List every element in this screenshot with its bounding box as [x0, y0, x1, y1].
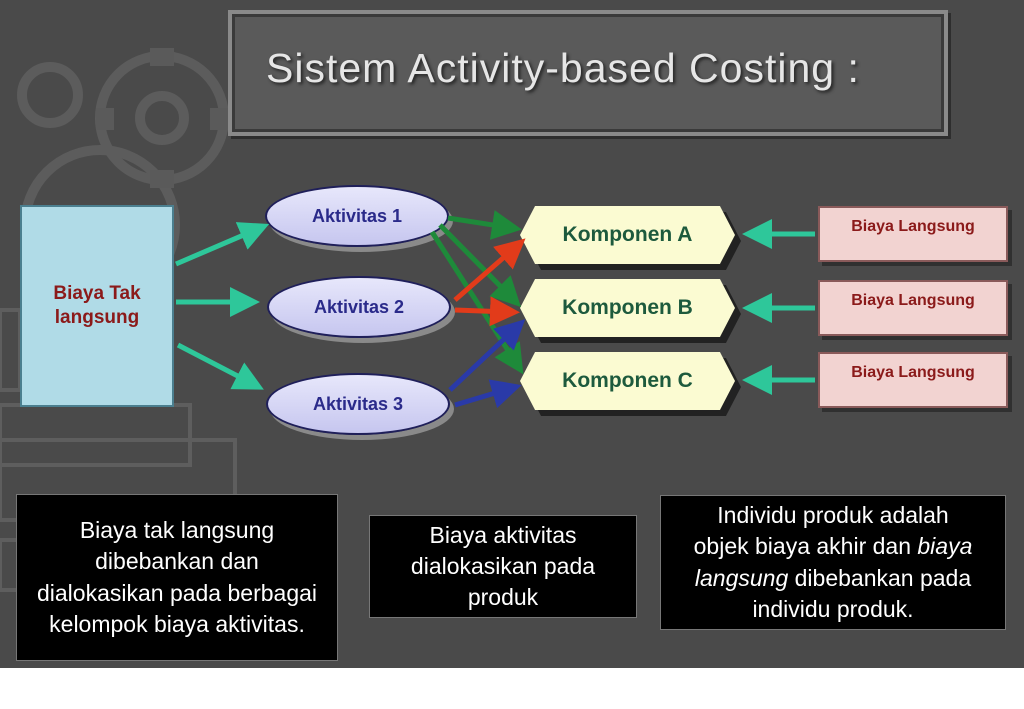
- flow-arrows: [175, 210, 815, 409]
- note-product-line-4: individu produk.: [752, 595, 914, 622]
- note-activity-cost: Biaya aktivitas dialokasikan pada produk: [369, 515, 637, 618]
- note-product-line-3a: langsung: [694, 564, 789, 591]
- activity-3-ellipse: Aktivitas 3: [266, 373, 450, 435]
- arrow-activity-2-to-component-b: [454, 296, 520, 327]
- direct-cost-box-3: Biaya Langsung: [818, 352, 1008, 408]
- activity-2-ellipse: Aktivitas 2: [267, 276, 451, 338]
- arrow-activity-3-to-component-c: [454, 379, 522, 409]
- arrow-activity-3-to-component-b: [448, 319, 526, 392]
- note-product-line-1: Individu produk adalah: [717, 501, 949, 528]
- arrow-activity-1-to-component-c: [429, 230, 524, 375]
- arrow-indirect-to-activity-3: [176, 342, 264, 390]
- note-product-line-3: langsung dibebankan pada: [695, 563, 971, 594]
- note-product-cost: Individu produk adalah objek biaya akhir…: [660, 495, 1006, 630]
- indirect-cost-box: Biaya Tak langsung: [20, 205, 174, 407]
- direct-cost-box-1: Biaya Langsung: [818, 206, 1008, 262]
- title-panel: [228, 10, 948, 136]
- note-product-line-2a: objek biaya akhir dan: [693, 533, 918, 560]
- component-a: Komponen A: [520, 206, 735, 264]
- activity-1-ellipse: Aktivitas 1: [265, 185, 449, 247]
- note-product-line-3b: dibebankan pada: [788, 564, 972, 591]
- note-indirect-cost: Biaya tak langsung dibebankan dan dialok…: [16, 494, 338, 661]
- component-c: Komponen C: [520, 352, 735, 410]
- direct-cost-box-2: Biaya Langsung: [818, 280, 1008, 336]
- note-product-line-2: objek biaya akhir dan biaya: [694, 531, 973, 562]
- note-product-line-2b: biaya: [917, 533, 973, 560]
- arrow-indirect-to-activity-1: [175, 222, 270, 267]
- page-title: Sistem Activity-based Costing :: [266, 45, 860, 91]
- component-b: Komponen B: [520, 279, 735, 337]
- arrow-activity-1-to-component-b: [438, 223, 522, 308]
- arrow-activity-2-to-component-a: [453, 238, 526, 302]
- arrow-activity-1-to-component-a: [447, 210, 522, 240]
- slide-background: Sistem Activity-based Costing : Biaya Ta…: [0, 0, 1024, 668]
